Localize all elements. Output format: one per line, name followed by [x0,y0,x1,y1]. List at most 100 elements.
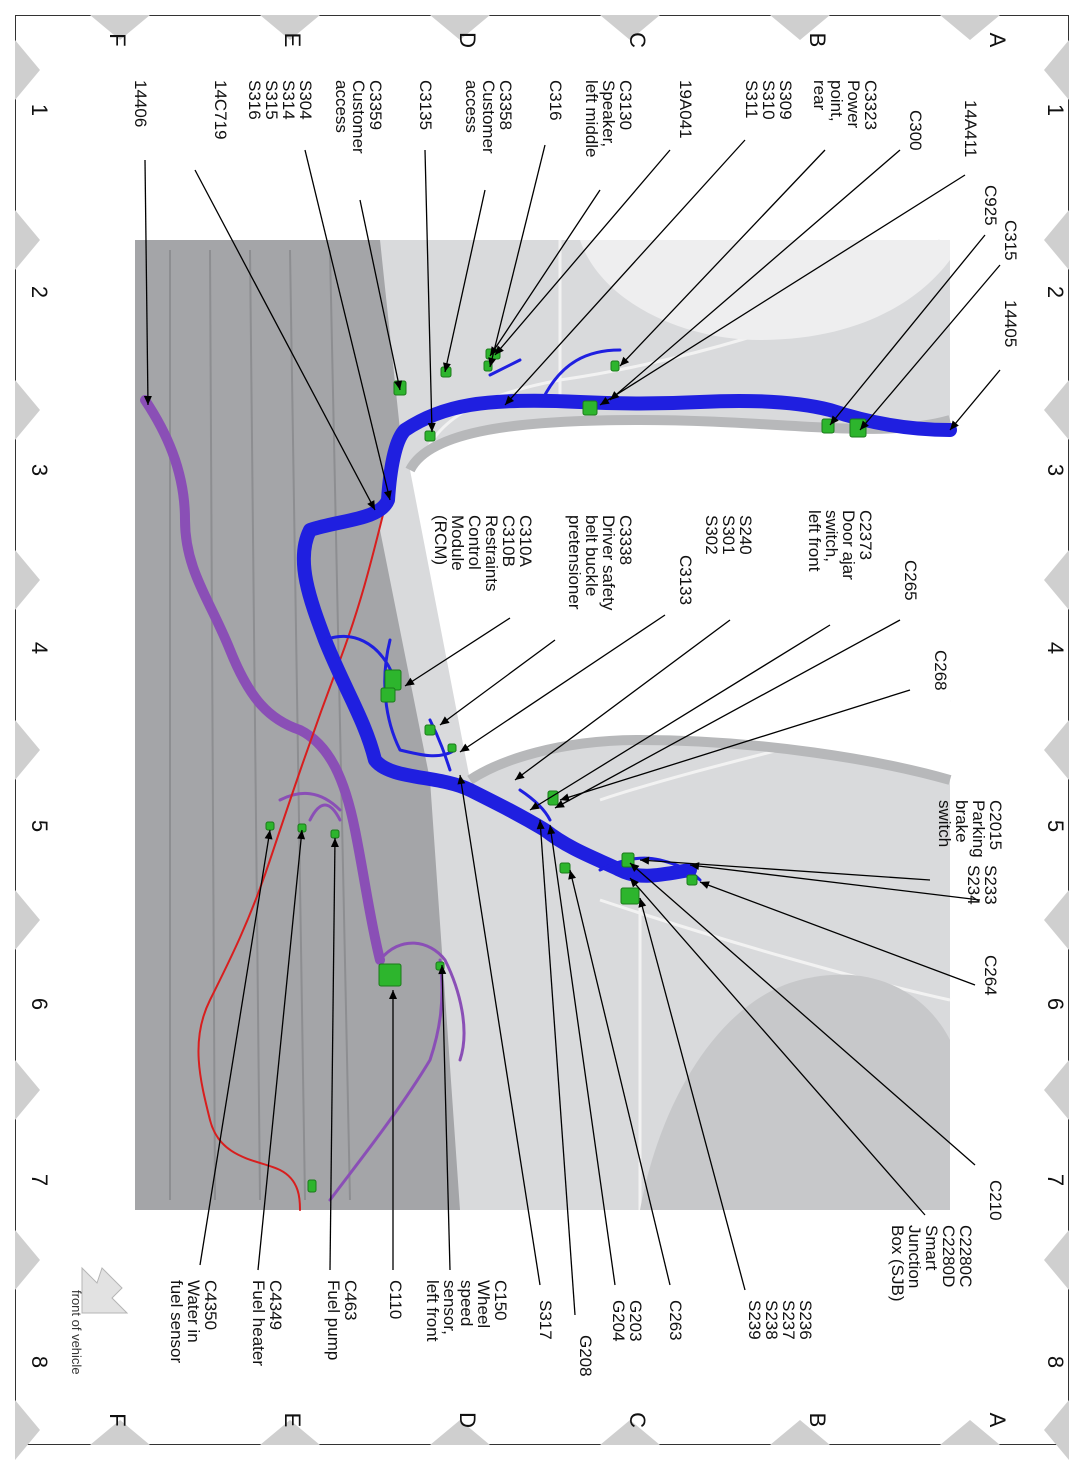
callout-line: C268 [931,650,950,691]
leader-line [639,859,931,881]
leader-arrowhead [495,345,504,355]
callout-line: S234 [964,865,983,905]
callout-line: Smart [922,1225,941,1271]
callout-line: Control [465,515,484,570]
leader-line [494,149,671,356]
callout-c210: C210 [986,1180,1005,1221]
callout-c315: C315 [1001,220,1020,261]
leader-arrowhead [440,716,450,725]
grid-column-label: 7 [27,1174,52,1186]
leader-arrowhead [530,801,540,810]
grid-column-label: 1 [27,104,52,116]
callout-s233: S233S234 [964,865,1000,905]
callout-line: Speaker, [599,80,618,147]
callout-line: C3135 [416,80,435,130]
border-triangle-right [1044,1400,1069,1460]
leader-arrowhead [427,422,436,432]
callout-line: S311 [742,80,761,118]
callout-line: C263 [666,1300,685,1341]
border-triangle-left [15,890,40,950]
border-triangle-bottom [770,1420,830,1445]
leader-line [639,897,746,1291]
grid-column-label: 4 [1043,642,1068,654]
border-zone-markers [15,15,1069,1460]
callout-s240: S240S301S302 [702,515,755,555]
callout-line: G208 [576,1335,595,1377]
leader-line [699,881,976,986]
leader-arrowhead [457,775,466,785]
callout-labels: 14405C315C92514A411C300C3323Powerpoint,r… [131,80,1020,1377]
callout-line: S237 [779,1300,798,1340]
leader-line [504,139,746,406]
leader-line [539,819,576,1316]
leader-line [514,619,731,781]
callout-c4349: C4349Fuel heater [249,1280,285,1366]
leader-arrowhead [488,357,497,367]
grid-column-label: 5 [1043,820,1068,832]
grid-column-label: 8 [1043,1356,1068,1368]
border-triangle-bottom [940,1420,1000,1445]
callout-line: Driver safety [599,515,618,611]
leader-arrowhead [630,878,639,888]
callout-line: C150 [491,1280,510,1321]
callout-c2280c: C2280CC2280DSmartJunctionBox (SJB) [888,1225,975,1302]
callout-line: C2280C [956,1225,975,1287]
callout-line: G203 [626,1300,645,1342]
grid-column-label: 6 [1043,998,1068,1010]
floor-ribs [169,249,351,1201]
fuel-harness-14406 [140,395,385,965]
grid-row-label: A [985,33,1010,48]
leader-arrowhead [555,800,565,808]
border-triangle-top [770,15,830,40]
grid-column-label: 7 [1043,1174,1068,1186]
front-arch [640,974,950,1210]
leader-line [459,614,666,753]
leader-line [459,774,541,1286]
front-of-vehicle-label: front of vehicle [69,1290,84,1375]
leader-arrowhead [700,881,710,889]
callout-line: Customer [349,80,368,154]
callout-line: C2280D [939,1225,958,1287]
callout-line: 14406 [131,80,150,127]
callout-line: 19A041 [676,80,695,139]
callout-line: S302 [702,515,721,555]
grid-row-label: A [985,1413,1010,1428]
grid-row-label: B [805,1413,830,1428]
leader-arrowhead [640,856,650,865]
connector-body [610,360,620,372]
grid-column-label: 3 [1043,464,1068,476]
leader-arrowhead [950,420,959,430]
grid-column-label: 2 [27,286,52,298]
leader-arrowhead [560,793,570,802]
border-triangle-left [15,1060,40,1120]
leader-line [629,877,926,1216]
leader-arrowhead [505,395,515,405]
callout-line: C3323 [861,80,880,130]
callout-14405: 14405 [1001,300,1020,347]
leader-arrowhead [394,380,403,390]
callout-c264: C264 [981,955,1000,996]
leader-line [424,149,433,433]
leader-line [441,964,451,1271]
callout-c3135: C3135 [416,80,435,130]
callout-line: Door ajar [839,510,858,580]
callout-line: C4350 [201,1280,220,1330]
callout-line: left middle [582,80,601,157]
leader-arrowhead [264,830,273,840]
callout-line: access [332,80,351,133]
leader-line [489,189,601,357]
door-opening [410,420,950,780]
grid-row-label: E [280,1413,305,1428]
leader-line [144,159,149,406]
leader-arrowhead [515,771,525,780]
callout-line: brake [952,800,971,843]
leader-line [559,689,911,801]
leader-arrowhead [367,500,375,510]
callout-line: C315 [1001,220,1020,261]
border-triangle-left [15,380,40,440]
callout-line: pretensioner [565,515,584,610]
border-triangle-right [1044,720,1069,780]
callout-line: Module [448,515,467,571]
